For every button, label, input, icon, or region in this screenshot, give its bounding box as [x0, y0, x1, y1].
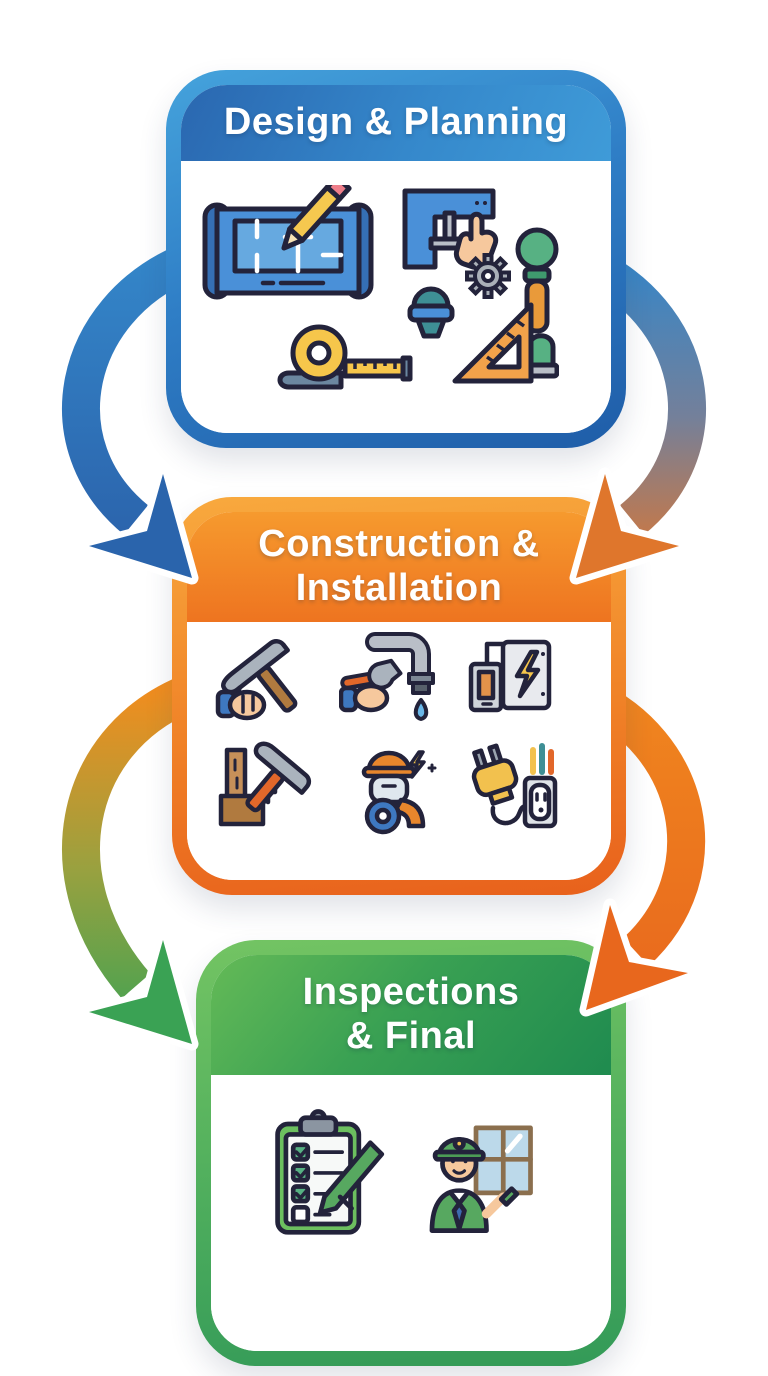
- stage-title-line-1: Construction &: [258, 523, 540, 566]
- stage-title-line-2: & Final: [345, 1015, 477, 1057]
- stage-header-design-planning: Design & Planning: [181, 85, 611, 161]
- stage-header-construction-installation: Construction & Installation: [187, 512, 611, 622]
- inspector-icon: [429, 1125, 533, 1233]
- gear-icon: [465, 253, 511, 299]
- stage-title-line-2: Installation: [295, 567, 503, 609]
- blueprint-pencil-icon: [202, 185, 374, 300]
- stage-card-design-planning: Design & Planning: [166, 70, 626, 448]
- stage-card-inspections-final: Inspections & Final: [196, 940, 626, 1366]
- hammer-wood-icon: [218, 741, 312, 827]
- stage-card-construction-installation: Construction & Installation: [172, 497, 626, 895]
- plug-outlet-icon: [471, 743, 558, 829]
- plumb-bob-icon: [407, 286, 455, 339]
- hammer-hand-icon: [215, 639, 298, 721]
- worker-pipe-icon: [361, 750, 437, 835]
- stage-icons-construction-installation: [187, 622, 611, 880]
- stage-icons-inspections-final: [211, 1075, 611, 1351]
- clamp-tool-icon: [402, 188, 499, 271]
- stage-icons-design-planning: [181, 161, 611, 433]
- stage-header-inspections-final: Inspections & Final: [211, 955, 611, 1075]
- tape-measure-icon: [277, 324, 413, 390]
- stage-title: Design & Planning: [223, 101, 569, 144]
- stage-title-line-1: Inspections: [302, 971, 520, 1014]
- checklist-clipboard-icon: [275, 1109, 385, 1235]
- electrical-panel-icon: [468, 639, 552, 713]
- set-square-icon: [452, 302, 559, 384]
- wrench-pipe-icon: [339, 632, 435, 721]
